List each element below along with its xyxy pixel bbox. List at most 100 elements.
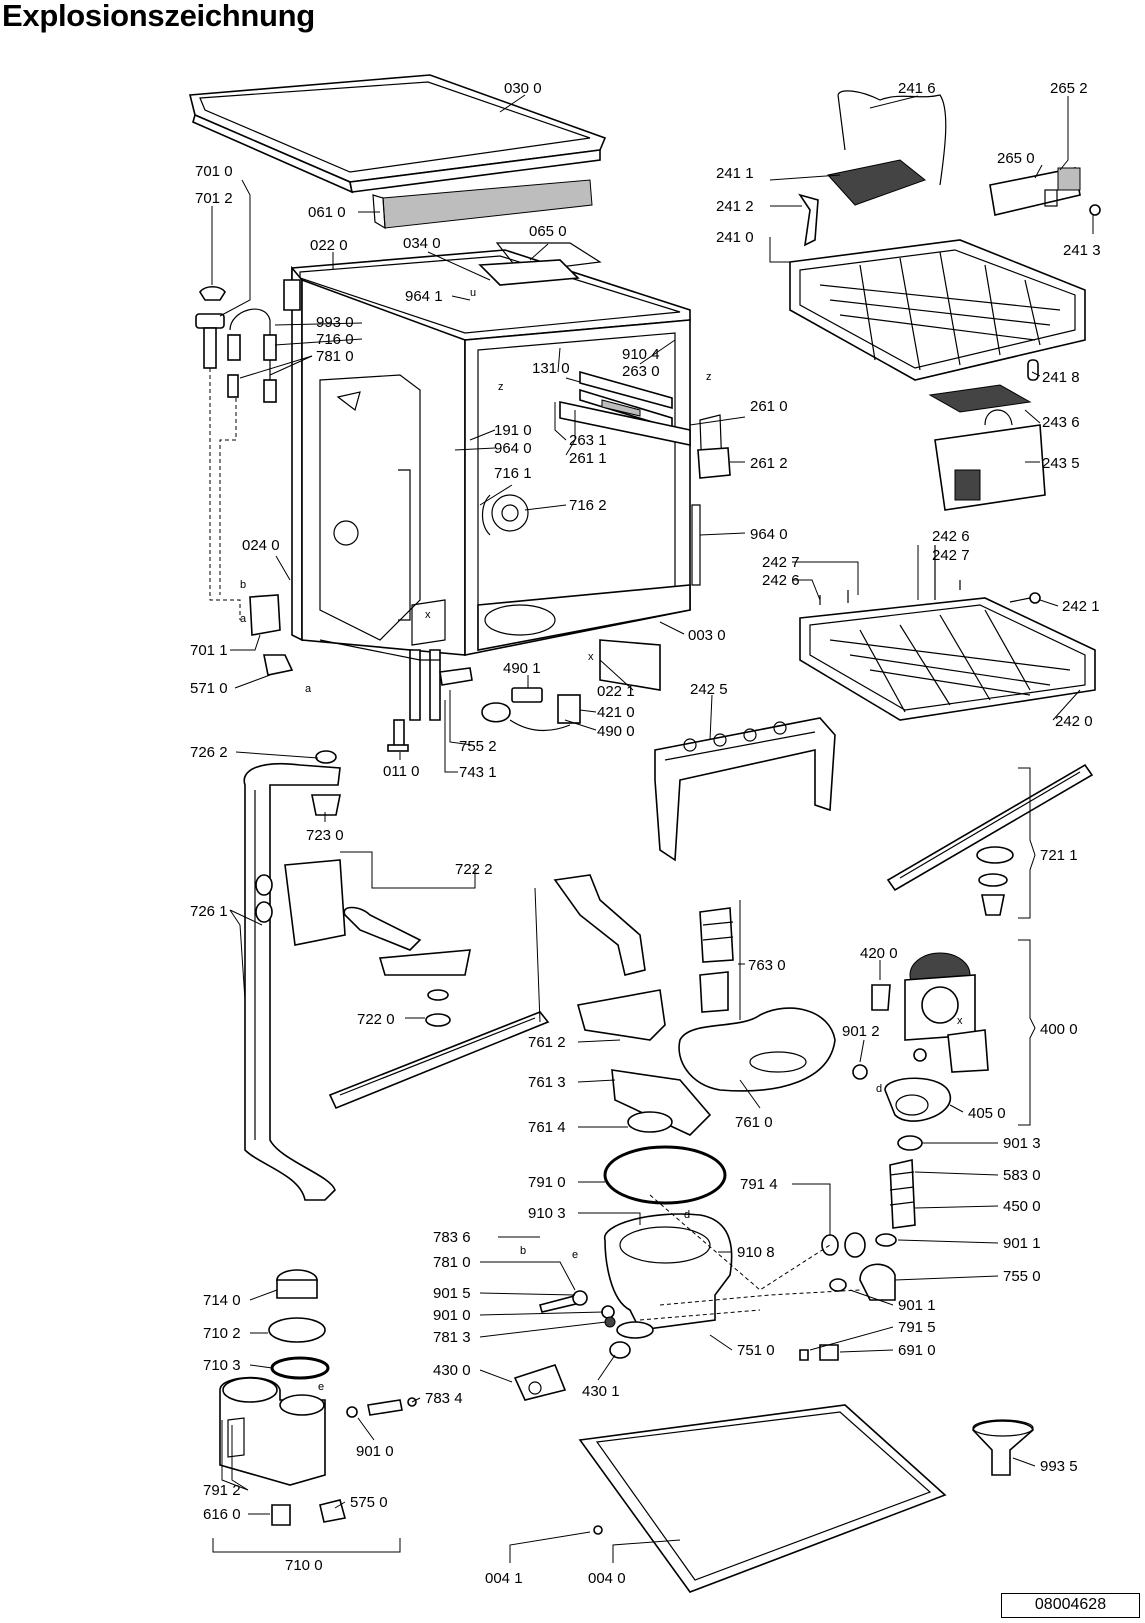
label-571-0: 571 0 (190, 680, 228, 697)
label-743-1: 743 1 (459, 764, 497, 781)
label-490-1: 490 1 (503, 660, 541, 677)
label-791-0: 791 0 (528, 1174, 566, 1191)
label-241-8: 241 8 (1042, 369, 1080, 386)
label-030-0: 030 0 (504, 80, 542, 97)
label-065-0: 065 0 (529, 223, 567, 240)
lower-basket-part (799, 545, 1096, 721)
label-901-1: 901 1 (1003, 1235, 1041, 1252)
label-716-1: 716 1 (494, 465, 532, 482)
label-761-0: 761 0 (735, 1114, 773, 1131)
label-901-0-softener: 901 0 (356, 1443, 394, 1460)
label-241-3: 241 3 (1063, 242, 1101, 259)
label-616-0: 616 0 (203, 1506, 241, 1523)
label-263-0: 263 0 (622, 363, 660, 380)
spray-pipe-part (243, 750, 341, 1201)
label-781-0-lower: 781 0 (433, 1254, 471, 1271)
inlet-hose-part (195, 279, 409, 752)
label-751-0: 751 0 (737, 1342, 775, 1359)
filter-assembly-part (553, 874, 836, 1136)
heater-tube-part (821, 1159, 916, 1301)
label-003-0: 003 0 (688, 627, 726, 644)
label-791-5: 791 5 (898, 1319, 936, 1336)
label-421-0: 421 0 (597, 704, 635, 721)
label-241-1: 241 1 (716, 165, 754, 182)
salt-funnel-part (972, 1419, 1034, 1476)
label-910-3: 910 3 (528, 1205, 566, 1222)
label-242-7-left: 242 7 (762, 554, 800, 571)
base-tray-part (578, 1404, 947, 1593)
label-791-4: 791 4 (740, 1176, 778, 1193)
letter-e: e (318, 1381, 324, 1393)
label-241-0: 241 0 (716, 229, 754, 246)
label-261-1: 261 1 (569, 450, 607, 467)
label-761-3: 761 3 (528, 1074, 566, 1091)
label-755-2: 755 2 (459, 738, 497, 755)
label-901-3: 901 3 (1003, 1135, 1041, 1152)
label-241-2: 241 2 (716, 198, 754, 215)
label-242-5: 242 5 (690, 681, 728, 698)
label-901-1-lower: 901 1 (898, 1297, 936, 1314)
letter-a: a (240, 613, 247, 625)
label-450-0: 450 0 (1003, 1198, 1041, 1215)
label-242-1: 242 1 (1062, 598, 1100, 615)
label-901-0: 901 0 (433, 1307, 471, 1324)
label-964-0: 964 0 (494, 440, 532, 457)
letter-d: d (876, 1083, 882, 1095)
label-261-2: 261 2 (750, 455, 788, 472)
label-022-0: 022 0 (310, 237, 348, 254)
label-701-1: 701 1 (190, 642, 228, 659)
letter-u: u (470, 287, 476, 299)
leader-lines (211, 94, 1094, 1563)
label-583-0: 583 0 (1003, 1167, 1041, 1184)
letter-e: e (572, 1249, 578, 1261)
letter-x: x (425, 609, 431, 621)
rack-insert-part (654, 717, 836, 862)
label-910-4: 910 4 (622, 346, 660, 363)
label-242-6: 242 6 (932, 528, 970, 545)
label-241-6: 241 6 (898, 80, 936, 97)
page-title: Explosionszeichnung (2, 0, 315, 33)
label-993-0: 993 0 (316, 314, 354, 331)
label-901-2: 901 2 (842, 1023, 880, 1040)
label-243-6: 243 6 (1042, 414, 1080, 431)
letter-x: x (588, 651, 594, 663)
label-723-0: 723 0 (306, 827, 344, 844)
letter-b: b (240, 579, 246, 591)
label-761-2: 761 2 (528, 1034, 566, 1051)
label-901-5: 901 5 (433, 1285, 471, 1302)
letter-a: a (305, 683, 312, 695)
label-964-0-right: 964 0 (750, 526, 788, 543)
label-710-2: 710 2 (203, 1325, 241, 1342)
label-061-0: 061 0 (308, 204, 346, 221)
sump-part (513, 1145, 861, 1401)
label-405-0: 405 0 (968, 1105, 1006, 1122)
letter-z: z (498, 381, 504, 393)
label-964-1: 964 1 (405, 288, 443, 305)
cabinet-frame-part (291, 242, 731, 721)
label-791-2: 791 2 (203, 1482, 241, 1499)
letter-x: x (957, 1015, 963, 1027)
letter-b: b (520, 1245, 526, 1257)
label-400-0: 400 0 (1040, 1021, 1078, 1038)
letter-d: d (684, 1209, 690, 1221)
label-761-4: 761 4 (528, 1119, 566, 1136)
label-726-2: 726 2 (190, 744, 228, 761)
label-242-0: 242 0 (1055, 713, 1093, 730)
label-242-7: 242 7 (932, 547, 970, 564)
label-714-0: 714 0 (203, 1292, 241, 1309)
callout-letters: b a a u z z x x x d d b e e (240, 287, 963, 1393)
label-691-0: 691 0 (898, 1342, 936, 1359)
label-701-2: 701 2 (195, 190, 233, 207)
label-265-0: 265 0 (997, 150, 1035, 167)
top-lid-part (188, 74, 607, 194)
label-420-0: 420 0 (860, 945, 898, 962)
label-430-1: 430 1 (582, 1383, 620, 1400)
label-004-1: 004 1 (485, 1570, 523, 1587)
label-710-3: 710 3 (203, 1357, 241, 1374)
label-011-0: 011 0 (383, 763, 419, 780)
label-575-0: 575 0 (350, 1494, 388, 1511)
label-261-0: 261 0 (750, 398, 788, 415)
label-722-0: 722 0 (357, 1011, 395, 1028)
label-910-8: 910 8 (737, 1244, 775, 1261)
